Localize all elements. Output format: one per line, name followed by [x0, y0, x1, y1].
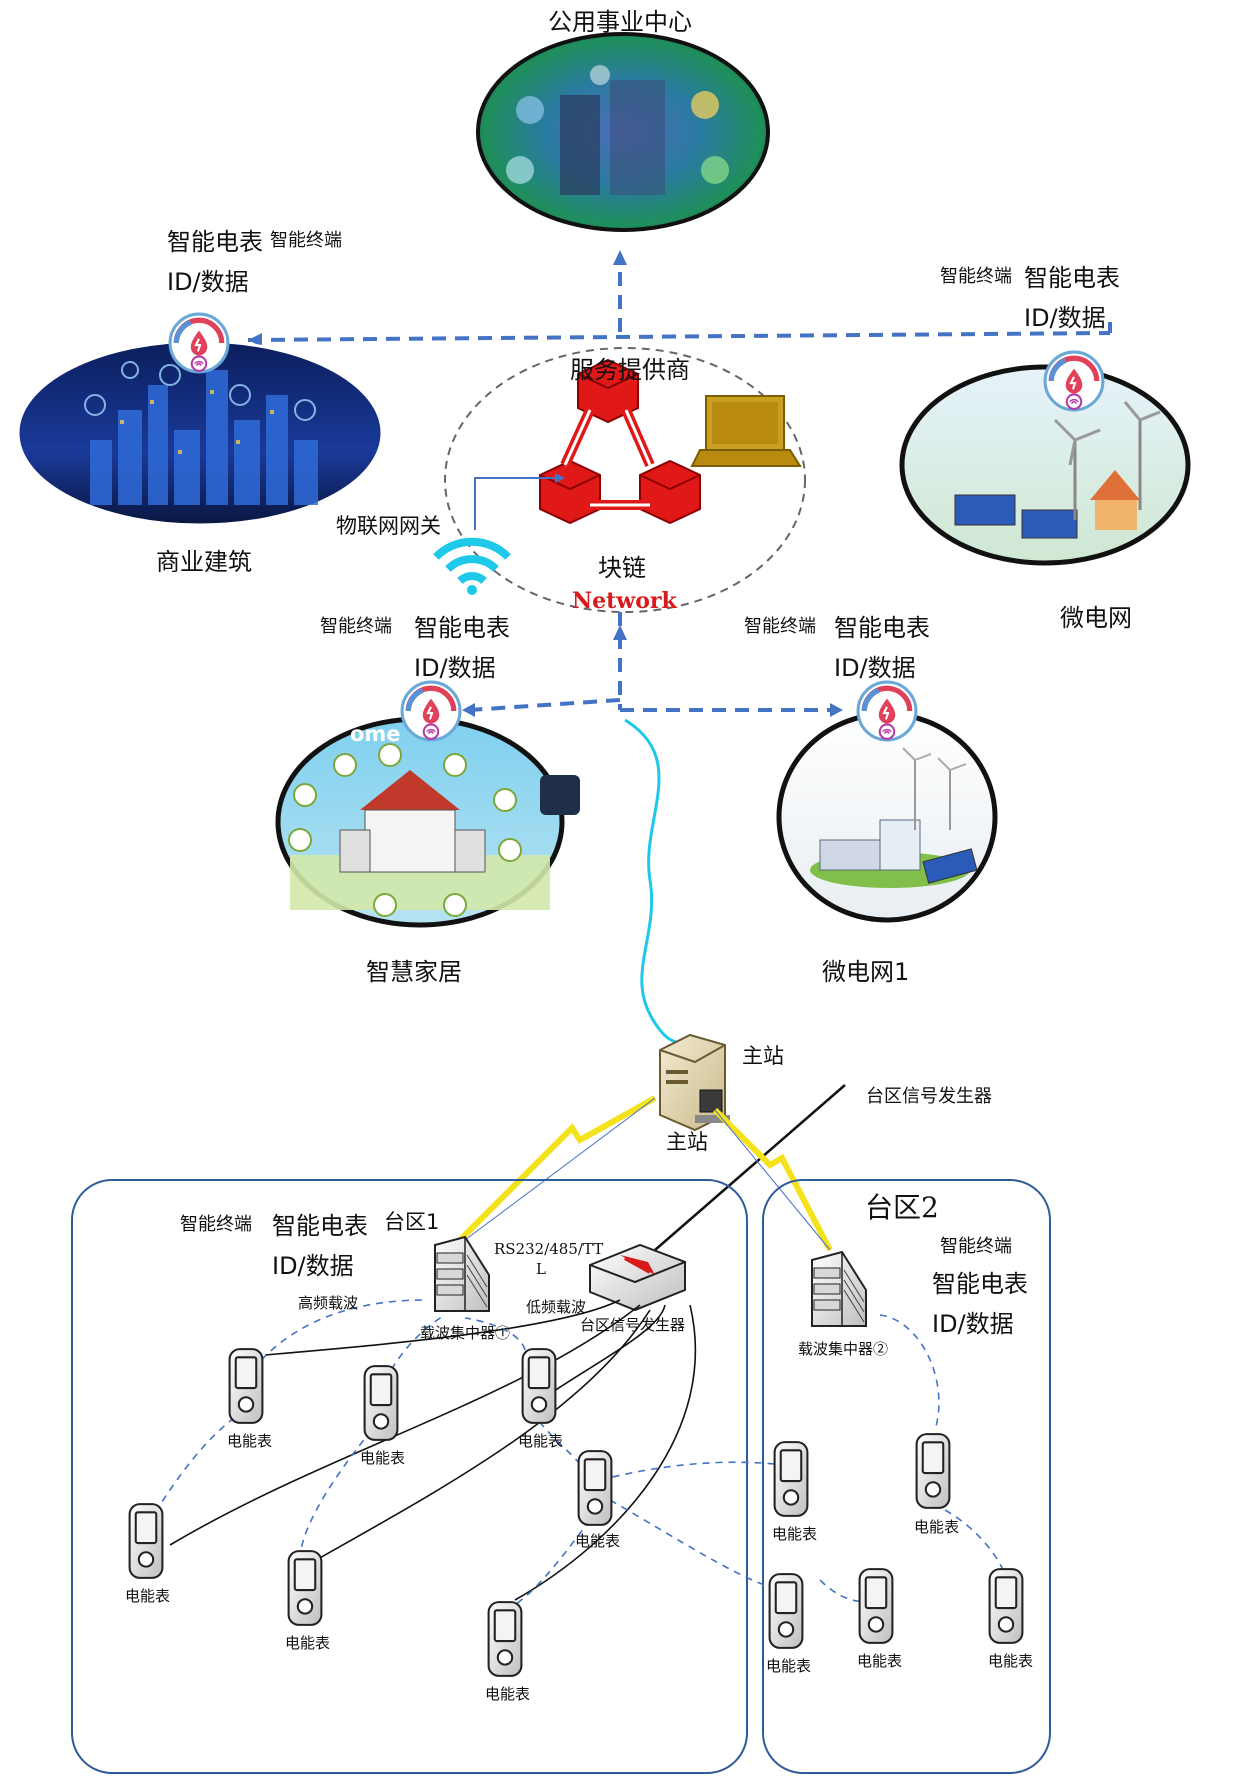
dashed-links: [247, 262, 1111, 712]
gateway-link: [474, 477, 555, 530]
district1-id-data-label: ID/数据: [272, 1252, 354, 1280]
smart-meter-badge-icon: [402, 682, 460, 740]
microgrid1-image: [776, 711, 998, 923]
concentrator-icon: [434, 1236, 490, 1312]
smart-home-partial-text: ome: [350, 722, 401, 746]
d2-meter-label-2: 电能表: [914, 1518, 960, 1536]
meter-label-7: 电能表: [485, 1685, 531, 1703]
d2-meter-label-5: 电能表: [988, 1652, 1034, 1670]
lightning-link-icon: [712, 1107, 833, 1252]
district1-meter-label: 智能电表: [272, 1212, 368, 1240]
concentrator1-label: 载波集中器①: [420, 1324, 511, 1342]
commercial-terminal-label: 智能终端: [270, 230, 342, 251]
meter-label-6: 电能表: [285, 1634, 331, 1652]
microgrid-meter-label: 智能电表: [1024, 264, 1120, 292]
district1-terminal-label: 智能终端: [180, 1214, 252, 1235]
commercial-building-label: 商业建筑: [156, 548, 252, 576]
concentrator2-label: 载波集中器②: [798, 1340, 889, 1358]
district2-meter-label: 智能电表: [932, 1270, 1028, 1298]
smart-meter-badge-icon: [170, 314, 228, 372]
microgrid1-meter-label: 智能电表: [834, 614, 930, 642]
utility-center-image: [476, 32, 770, 232]
smart-meter-badge-icon: [858, 682, 916, 740]
blockchain-icon: [539, 358, 701, 525]
microgrid1-id-data-label: ID/数据: [834, 654, 916, 682]
d2-meter-label-4: 电能表: [857, 1652, 903, 1670]
district1-boundary: [71, 1179, 748, 1774]
microgrid-image: [899, 364, 1191, 566]
main-station-caption: 主站: [666, 1130, 708, 1154]
microgrid1-terminal-label: 智能终端: [744, 616, 816, 637]
signal-generator-icon: [589, 1243, 686, 1312]
main-station-label: 主站: [742, 1044, 784, 1068]
microgrid-terminal-label: 智能终端: [940, 266, 1012, 287]
protocol-label-line1: RS232/485/TT: [494, 1240, 604, 1258]
service-provider-boundary: [444, 347, 806, 613]
commercial-id-data-label: ID/数据: [167, 268, 249, 296]
smart-home-terminal-label: 智能终端: [320, 616, 392, 637]
meter-label-3: 电能表: [518, 1432, 564, 1450]
district2-id-data-label: ID/数据: [932, 1310, 1014, 1338]
lightning-link-icon: [457, 1095, 657, 1243]
utility-center-label: 公用事业中心: [548, 8, 692, 36]
meter-label-4: 电能表: [575, 1532, 621, 1550]
blockchain-label: 块链: [598, 554, 646, 582]
smart-meter-badge-icon: [1045, 352, 1103, 410]
meter-label-5: 电能表: [125, 1587, 171, 1605]
microgrid-id-data-label: ID/数据: [1024, 304, 1106, 332]
microgrid-label: 微电网: [1060, 604, 1132, 632]
laptop-icon: [690, 395, 802, 467]
signal-generator-label: 台区信号发生器: [580, 1316, 686, 1334]
server-icon: [659, 1033, 730, 1132]
smart-home-meter-label: 智能电表: [414, 614, 510, 642]
wifi-icon: [436, 542, 508, 595]
concentrator-icon: [811, 1251, 867, 1327]
iot-gateway-label: 物联网网关: [336, 514, 441, 538]
backbone-link: [624, 718, 701, 1047]
meter-label-2: 电能表: [360, 1449, 406, 1467]
service-provider-label: 服务提供商: [570, 356, 690, 384]
smart-home-image: [275, 716, 580, 928]
high-frequency-links: [149, 1299, 881, 1611]
d2-meter-label-1: 电能表: [772, 1525, 818, 1543]
microgrid1-label: 微电网1: [822, 958, 910, 986]
high-frequency-label: 高频载波: [298, 1294, 359, 1312]
electric-meter-icons: [128, 1348, 1024, 1677]
district2-terminal-label: 智能终端: [940, 1236, 1012, 1257]
protocol-label-line2: L: [536, 1260, 546, 1278]
district1-name-label: 台区1: [384, 1210, 440, 1234]
signal-cable: [654, 1084, 846, 1251]
commercial-meter-label: 智能电表: [167, 228, 263, 256]
commercial-building-image: [16, 339, 384, 527]
network-label: Network: [572, 588, 677, 614]
district2-boundary: [762, 1179, 1051, 1774]
d2-meter-label-3: 电能表: [766, 1657, 812, 1675]
smart-home-label: 智慧家居: [366, 958, 462, 986]
smart-home-id-data-label: ID/数据: [414, 654, 496, 682]
district2-name-label: 台区2: [865, 1191, 939, 1224]
signal-generator-top-label: 台区信号发生器: [866, 1086, 992, 1107]
low-frequency-label: 低频载波: [526, 1298, 587, 1316]
meter-label-1: 电能表: [227, 1432, 273, 1450]
low-frequency-wires: [169, 1299, 697, 1601]
